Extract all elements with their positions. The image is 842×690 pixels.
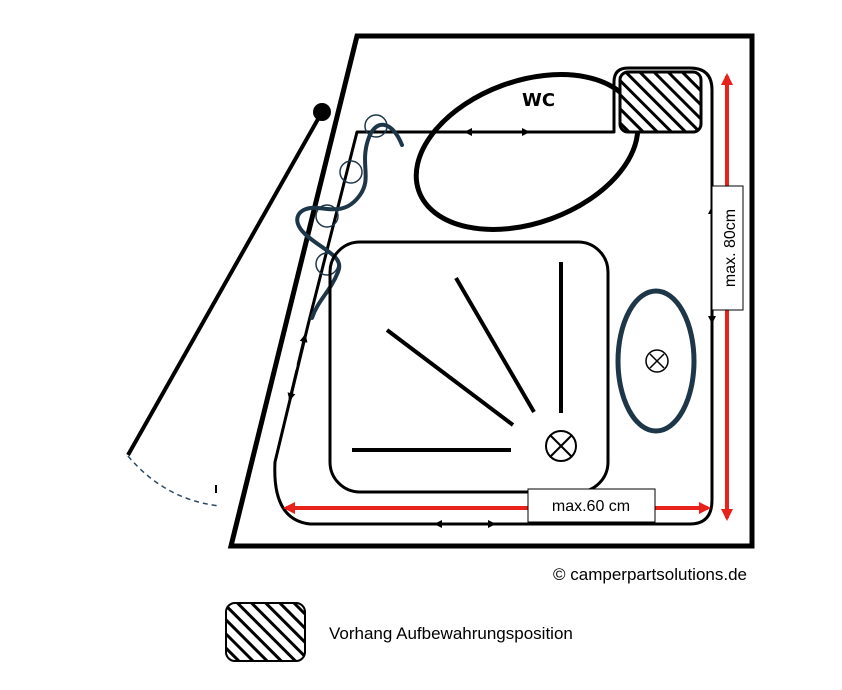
width-dimension-box [527, 488, 656, 523]
curtain-ring [364, 114, 388, 138]
room-outline [227, 33, 755, 549]
track-arrow-up [296, 334, 308, 366]
washbasin-drain-icon [645, 349, 669, 373]
door-swing-arc [127, 455, 221, 507]
curtain-track [273, 66, 714, 526]
door-panel [126, 111, 324, 456]
curtain-storage-box [618, 70, 703, 134]
height-dimension-label: max. 80cm [722, 209, 739, 287]
copyright-text: © camperpartsolutions.de [553, 565, 747, 584]
curtain-ring [315, 204, 339, 228]
spray-line [454, 276, 536, 414]
track-arrow-down [287, 369, 299, 401]
height-dimension-box [711, 185, 744, 311]
washbasin [615, 288, 697, 434]
spray-line [385, 328, 515, 427]
shower-drain-icon [545, 430, 577, 462]
legend-hatch-swatch [225, 602, 306, 662]
wc-label: WC [522, 90, 555, 111]
width-dimension-label: max.60 cm [552, 498, 630, 515]
legend-label: Vorhang Aufbewahrungsposition [329, 624, 573, 643]
shower-tray [328, 240, 610, 494]
curtain-ring [339, 160, 363, 184]
door-hinge [313, 103, 331, 121]
curtain-ring [315, 252, 339, 276]
curtain [295, 122, 404, 320]
